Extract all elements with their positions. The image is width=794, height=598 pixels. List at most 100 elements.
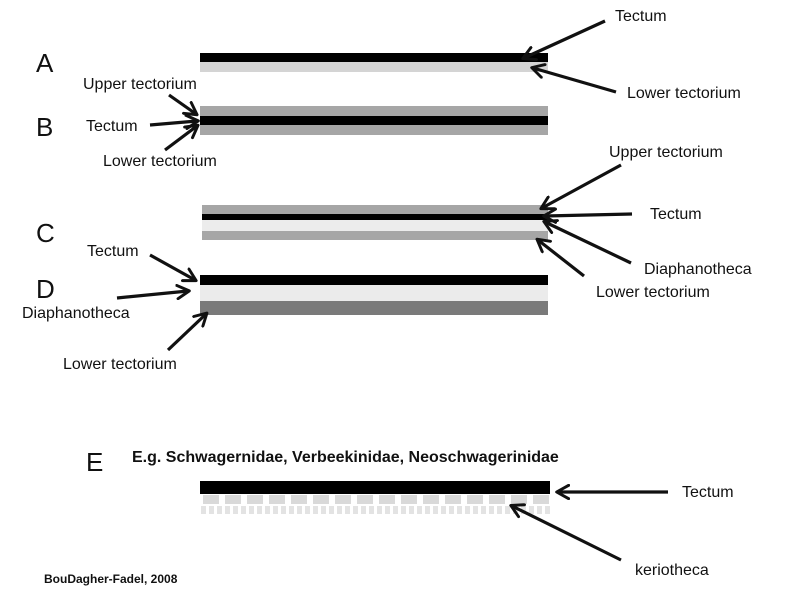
keriotheca-alveolus (423, 495, 439, 504)
keriotheca-alveolus (247, 495, 263, 504)
panel-e-tectum-layer (200, 481, 550, 494)
panel-d-tectum-label: Tectum (87, 243, 139, 260)
panel-d-diaphanotheca-label: Diaphanotheca (22, 305, 130, 322)
keriotheca-alveolus (269, 495, 285, 504)
keriotheca-pore (449, 506, 454, 514)
panel-b-lower-tectorium-layer (200, 125, 548, 135)
panel-c-upper-tectorium-arrow (542, 163, 622, 208)
keriotheca-pore (489, 506, 494, 514)
keriotheca-pore (201, 506, 206, 514)
panel-d-letter: D (36, 274, 55, 304)
panel-b-upper-tectorium-layer (200, 106, 548, 116)
panel-b: B Upper tectorium Tectum Lower tectorium (36, 76, 548, 170)
panel-d-lower-tectorium-layer (200, 301, 548, 315)
keriotheca-pore (361, 506, 366, 514)
panel-b-lower-tectorium-label: Lower tectorium (103, 153, 217, 170)
keriotheca-pore (305, 506, 310, 514)
keriotheca-pore (337, 506, 342, 514)
keriotheca-pore (537, 506, 542, 514)
keriotheca-alveolus (203, 495, 219, 504)
panel-c-tectum-arrow (545, 214, 633, 216)
keriotheca-pore (385, 506, 390, 514)
panel-a-lower-tectorium-layer (200, 62, 548, 72)
keriotheca-pore (257, 506, 262, 514)
panel-e-keriotheca-arrow (512, 506, 622, 562)
keriotheca-pore (433, 506, 438, 514)
panel-c-lower-tectorium-label: Lower tectorium (596, 284, 710, 301)
keriotheca-pore (353, 506, 358, 514)
panel-e-wall (200, 481, 550, 514)
panel-c-upper-tectorium-label: Upper tectorium (609, 144, 723, 161)
panel-c-letter: C (36, 218, 55, 248)
keriotheca-pore (281, 506, 286, 514)
panel-e-heading: E.g. Schwagernidae, Verbeekinidae, Neosc… (132, 449, 559, 466)
panel-e-tectum-label: Tectum (682, 484, 734, 501)
panel-c-diaphanotheca-layer (202, 220, 548, 231)
keriotheca-pore (329, 506, 334, 514)
keriotheca-pore (529, 506, 534, 514)
panel-a-lower-tectorium-label: Lower tectorium (627, 85, 741, 102)
panel-a-lower-tectorium-arrow (533, 68, 617, 94)
keriotheca-pore (497, 506, 502, 514)
panel-d-diaphanotheca-arrow (116, 291, 188, 298)
panel-c-tectum-layer (202, 214, 548, 220)
panel-c-wall (202, 205, 548, 240)
keriotheca-pore (321, 506, 326, 514)
panel-b-tectum-label: Tectum (86, 118, 138, 135)
keriotheca-pore (481, 506, 486, 514)
panel-d: D Tectum Diaphanotheca Lower tectorium (22, 243, 548, 373)
keriotheca-pore (313, 506, 318, 514)
panel-d-wall (200, 275, 548, 315)
keriotheca-pore (377, 506, 382, 514)
panel-a-letter: A (36, 48, 54, 78)
keriotheca-pore (273, 506, 278, 514)
keriotheca-alveolus (401, 495, 417, 504)
panel-c: C Upper tectorium Tectum Diaphanotheca L… (36, 144, 752, 301)
panel-d-tectum-arrow (149, 253, 195, 280)
keriotheca-pore (289, 506, 294, 514)
panel-d-diaphanotheca-layer (200, 285, 548, 301)
keriotheca-pore (225, 506, 230, 514)
panel-c-lower-tectorium-arrow (538, 240, 585, 278)
panel-c-upper-tectorium-layer (202, 205, 548, 214)
keriotheca-pore (265, 506, 270, 514)
keriotheca-pore (345, 506, 350, 514)
panel-e: E E.g. Schwagernidae, Verbeekinidae, Neo… (86, 447, 734, 579)
panel-a-tectum-label: Tectum (615, 8, 667, 25)
panel-e-letter: E (86, 447, 103, 477)
panel-a-tectum-arrow (524, 19, 606, 58)
keriotheca-alveolus (379, 495, 395, 504)
panel-c-diaphanotheca-arrow (545, 222, 632, 265)
panel-b-tectum-arrow (149, 121, 197, 125)
keriotheca-pore (409, 506, 414, 514)
keriotheca-pore (545, 506, 550, 514)
panel-d-lower-tectorium-label: Lower tectorium (63, 356, 177, 373)
keriotheca-alveolus (511, 495, 527, 504)
keriotheca-pore (417, 506, 422, 514)
keriotheca-alveolus (445, 495, 461, 504)
keriotheca-pore (369, 506, 374, 514)
keriotheca-pore (465, 506, 470, 514)
keriotheca-alveolus (313, 495, 329, 504)
keriotheca-pore (505, 506, 510, 514)
keriotheca-pore (441, 506, 446, 514)
keriotheca-alveolus (291, 495, 307, 504)
keriotheca-pore (297, 506, 302, 514)
keriotheca-alveolus (467, 495, 483, 504)
keriotheca-pore (233, 506, 238, 514)
keriotheca-alveolus (533, 495, 549, 504)
keriotheca-alveolus (357, 495, 373, 504)
keriotheca-pore (473, 506, 478, 514)
keriotheca-pore (209, 506, 214, 514)
keriotheca-pore (217, 506, 222, 514)
keriotheca-alveolus (225, 495, 241, 504)
keriotheca-pore (241, 506, 246, 514)
panel-b-upper-tectorium-arrow (168, 93, 196, 114)
panel-d-lower-tectorium-arrow (166, 314, 206, 352)
credit-text: BouDagher-Fadel, 2008 (44, 572, 178, 586)
panel-c-diaphanotheca-label: Diaphanotheca (644, 261, 752, 278)
panel-e-keriotheca-layer (201, 495, 550, 514)
keriotheca-pore (401, 506, 406, 514)
keriotheca-pore (457, 506, 462, 514)
